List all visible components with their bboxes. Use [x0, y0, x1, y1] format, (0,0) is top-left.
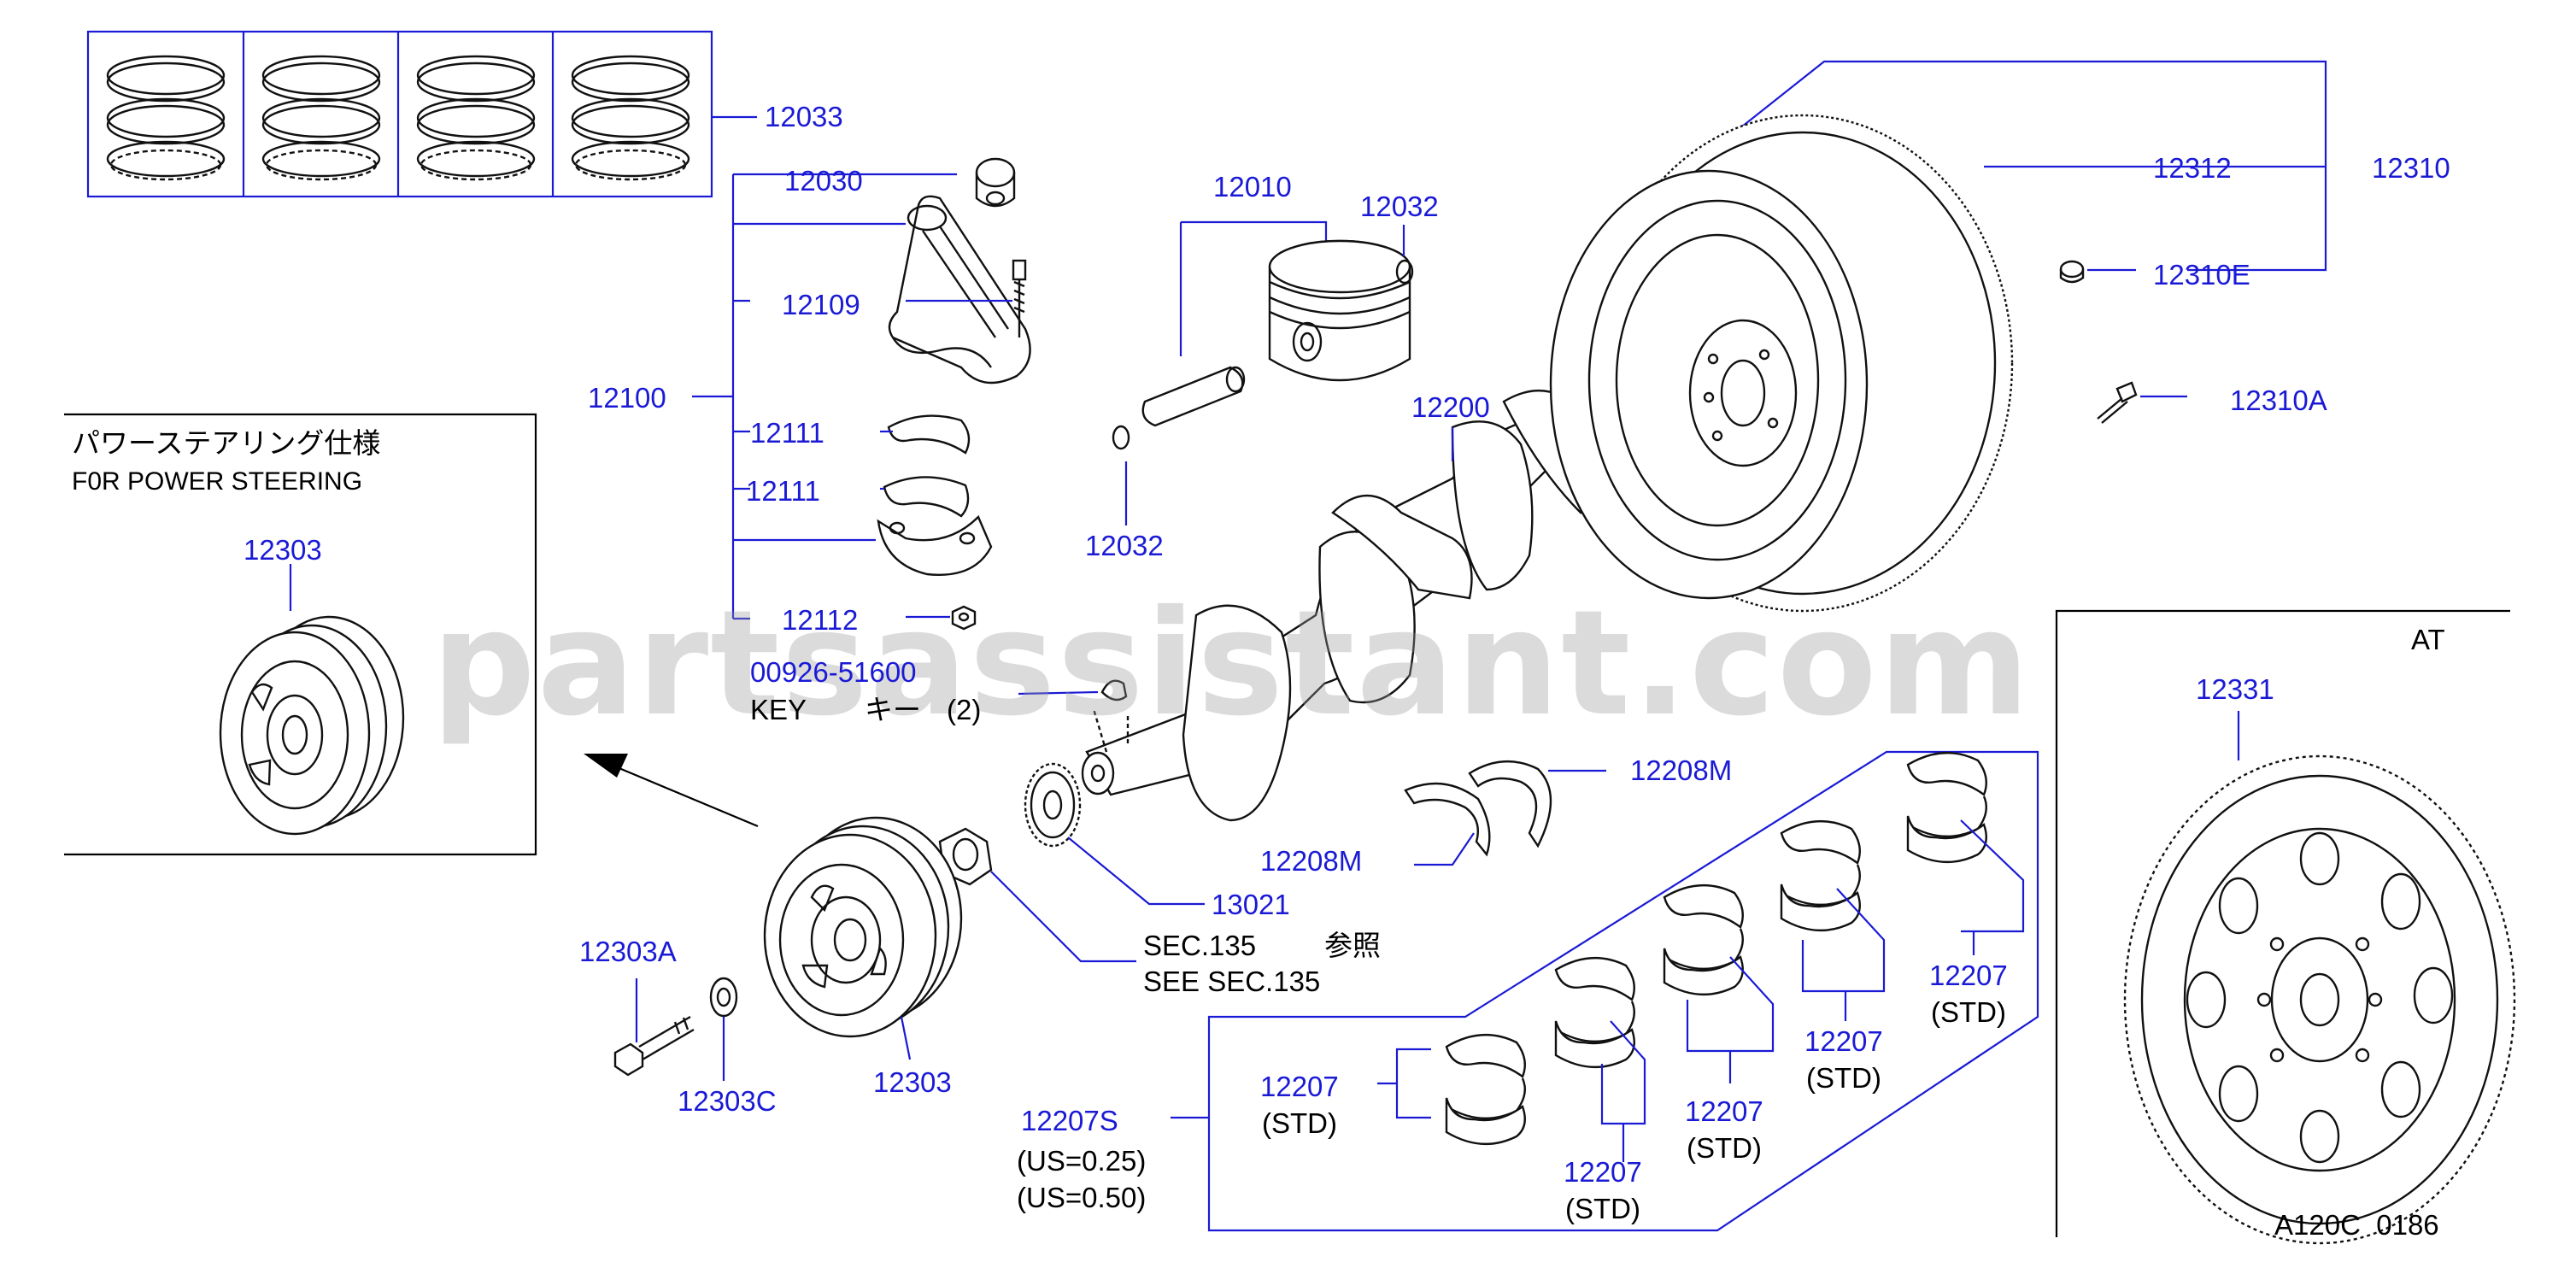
power-steering-title-jp: パワーステアリング仕様	[72, 427, 380, 459]
std-b4: (STD)	[1806, 1062, 1881, 1094]
label-13021[interactable]: 13021	[1212, 889, 1290, 920]
std-b2: (STD)	[1565, 1193, 1640, 1224]
label-12207-b5[interactable]: 12207	[1929, 960, 2008, 991]
label-12207-b2[interactable]: 12207	[1564, 1156, 1642, 1188]
label-12111-lower[interactable]: 12111	[746, 475, 820, 507]
label-12033[interactable]: 12033	[765, 101, 843, 132]
label-12112[interactable]: 12112	[782, 604, 858, 636]
sec-ref-jp: 参照	[1324, 930, 1381, 961]
crank-pulley-nut[interactable]	[938, 827, 1136, 963]
label-12208M-lower[interactable]: 12208M	[1260, 845, 1362, 877]
pulley-washer[interactable]	[709, 977, 738, 1081]
at-title: AT	[2411, 624, 2445, 655]
label-12032-bottom[interactable]: 12032	[1085, 530, 1164, 561]
key-label-en: KEY	[750, 694, 807, 725]
label-12312[interactable]: 12312	[2153, 152, 2232, 184]
label-12208M-upper[interactable]: 12208M	[1630, 754, 1732, 786]
at-drive-plate[interactable]	[2123, 754, 2516, 1245]
diagram-code: A120C 0186	[2274, 1209, 2439, 1241]
sec-135-ref: SEC.135	[1143, 930, 1256, 961]
std-b5: (STD)	[1931, 996, 2006, 1028]
label-12100[interactable]: 12100	[588, 382, 666, 414]
label-12207-b1[interactable]: 12207	[1260, 1071, 1339, 1102]
key-qty: (2)	[947, 694, 981, 725]
flywheel[interactable]	[1549, 60, 2327, 613]
label-12303[interactable]: 12303	[873, 1066, 952, 1098]
label-12207-b4[interactable]: 12207	[1804, 1025, 1883, 1057]
undersize-050: (US=0.50)	[1017, 1182, 1146, 1213]
label-12310E[interactable]: 12310E	[2153, 259, 2250, 291]
label-12303-ps[interactable]: 12303	[244, 534, 322, 566]
label-12303A[interactable]: 12303A	[579, 936, 677, 967]
power-steering-box	[64, 413, 537, 856]
crank-sprocket[interactable]	[1024, 762, 1205, 906]
pulley-bolt[interactable]	[613, 978, 695, 1077]
label-12310[interactable]: 12310	[2372, 152, 2450, 184]
part-labels: 12033 12030 12109 12100 12111 12111 1211…	[72, 101, 2450, 1241]
crankshaft[interactable]	[1018, 374, 1676, 822]
see-sec-135: SEE SEC.135	[1143, 966, 1320, 997]
label-12207S[interactable]: 12207S	[1021, 1105, 1118, 1136]
label-12030[interactable]: 12030	[784, 165, 863, 197]
label-12331[interactable]: 12331	[2196, 673, 2274, 705]
power-steering-title-en: F0R POWER STEERING	[72, 467, 362, 496]
label-12010[interactable]: 12010	[1213, 171, 1292, 203]
std-b3: (STD)	[1687, 1132, 1762, 1164]
piston[interactable]	[1112, 220, 1414, 525]
watermark: partsassistant.com	[431, 579, 2032, 748]
label-12200[interactable]: 12200	[1411, 391, 1490, 423]
connecting-rod-assembly[interactable]	[692, 157, 1031, 631]
thrust-bearings[interactable]	[1404, 760, 1606, 866]
piston-ring-set[interactable]	[86, 30, 757, 198]
crank-pulley[interactable]	[763, 816, 963, 1060]
label-12109[interactable]: 12109	[782, 289, 860, 320]
label-00926-51600[interactable]: 00926-51600	[750, 656, 917, 688]
std-b1: (STD)	[1262, 1107, 1337, 1139]
label-12032-top[interactable]: 12032	[1360, 191, 1439, 222]
at-drive-plate-box	[2055, 609, 2516, 1245]
undersize-025: (US=0.25)	[1017, 1145, 1146, 1177]
key-label-jp: キー	[865, 694, 921, 725]
reference-arrow	[584, 754, 759, 828]
label-12310A[interactable]: 12310A	[2230, 385, 2327, 416]
main-bearing-set[interactable]	[1171, 750, 2039, 1232]
label-12303C[interactable]: 12303C	[678, 1085, 777, 1117]
label-12111-upper[interactable]: 12111	[750, 417, 824, 449]
ps-crank-pulley[interactable]	[219, 615, 405, 836]
label-12207-b3[interactable]: 12207	[1685, 1095, 1763, 1127]
